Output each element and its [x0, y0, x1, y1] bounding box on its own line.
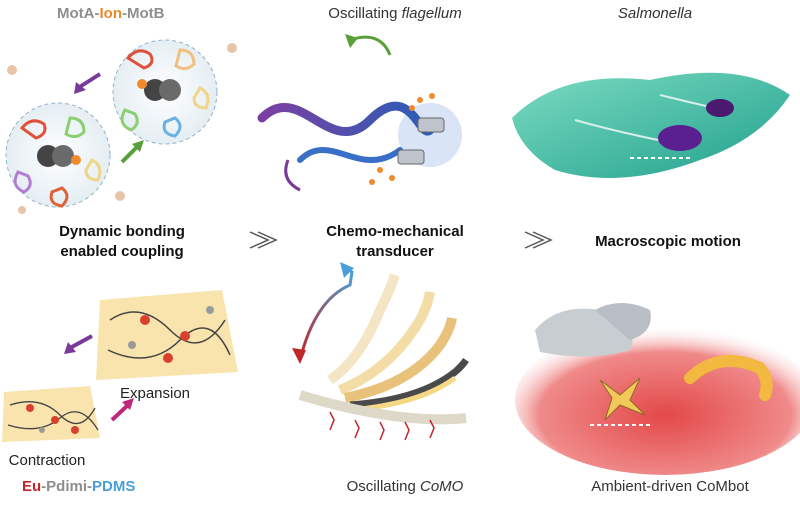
transducer-label-line1: Chemo-mechanical	[326, 223, 464, 240]
salmonella-label: Salmonella	[618, 5, 692, 22]
polymer-label: Eu-Pdimi-PDMS	[22, 478, 135, 495]
combot-illustration	[515, 303, 800, 475]
network-arrows	[64, 334, 134, 422]
como-film-illustration	[292, 262, 469, 441]
flagellum-label: Oscillating flagellum	[328, 5, 461, 22]
flagellum-illustration	[257, 34, 462, 192]
flow-arrow-2	[524, 231, 553, 249]
heat-arrows	[329, 411, 435, 441]
polymer-network-contracted	[2, 386, 100, 442]
bonding-label-line2: enabled coupling	[60, 243, 183, 260]
motor-complex-label: MotA-Ion-MotB	[57, 5, 165, 22]
polymer-network-expanded	[96, 290, 238, 380]
bonding-label-line1: Dynamic bonding	[59, 223, 185, 240]
motor-protein-cells	[5, 39, 237, 214]
contraction-label: Contraction	[9, 452, 86, 469]
flow-arrow-1	[249, 231, 278, 249]
cycle-arrows	[74, 72, 144, 164]
combot-label: Ambient-driven CoMbot	[591, 478, 749, 495]
como-label: Oscillating CoMO	[347, 478, 464, 495]
salmonella-illustration	[512, 72, 790, 178]
transducer-label-line2: transducer	[356, 243, 434, 260]
macroscopic-motion-label: Macroscopic motion	[595, 233, 741, 250]
expansion-label: Expansion	[120, 385, 190, 402]
